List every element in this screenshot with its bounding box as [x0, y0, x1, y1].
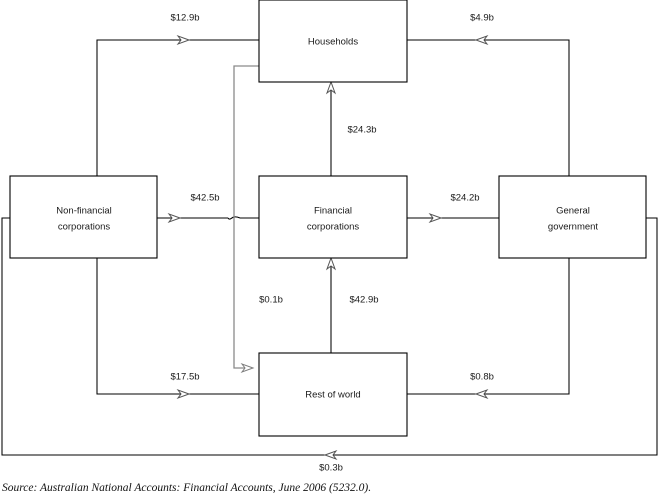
node-non-financial-corporations[interactable]: Non-financial corporations [9, 175, 158, 259]
arrowhead-nonfin-to-gengov [323, 449, 338, 461]
edge-label-row-to-fincorp: $42.9b [349, 295, 378, 306]
edge-label-hh-to-gengov: $4.9b [470, 13, 494, 24]
edge-label-hh-to-nonfin: $12.9b [170, 13, 199, 24]
node-box-financial-corporations[interactable] [258, 175, 408, 259]
node-general-government[interactable]: General government [498, 175, 647, 259]
node-label-non-financial-corporations-line2: corporations [58, 222, 111, 233]
edge-path-row-to-nonfin [96, 258, 259, 395]
node-label-general-government-line2: government [548, 222, 599, 233]
source-note: Source: Australian National Accounts: Fi… [2, 482, 372, 494]
arrowhead-fincorp-to-hh [325, 80, 337, 95]
edge-label-row-to-nonfin: $17.5b [170, 372, 199, 383]
arrowhead-row-to-fincorp [325, 256, 337, 271]
node-box-rest-of-world[interactable] [258, 352, 408, 437]
node-label-general-government-line1: General [556, 206, 590, 217]
node-financial-corporations[interactable]: Financial corporations [258, 175, 408, 259]
edge-label-row-to-gengov: $0.8b [470, 372, 494, 383]
edge-label-gengov-to-fincorp: $24.2b [450, 193, 479, 204]
arrowhead-hh-to-gengov [474, 34, 489, 46]
arrowhead-hh-to-nonfin [176, 34, 191, 46]
edge-path-hh-to-gengov [407, 39, 570, 176]
edge-path-hh-to-row [233, 65, 259, 369]
node-households[interactable]: Households [258, 0, 408, 83]
edge-label-hh-to-row: $0.1b [259, 295, 283, 306]
arrowhead-gengov-to-fincorp [428, 212, 443, 224]
node-box-households[interactable] [258, 0, 408, 83]
node-box-general-government[interactable] [498, 175, 647, 259]
arrowhead-row-to-gengov [474, 388, 489, 400]
node-label-financial-corporations-line2: corporations [307, 222, 360, 233]
edge-path-hh-to-nonfin [96, 39, 259, 176]
node-label-non-financial-corporations-line1: Non-financial [56, 206, 111, 217]
arrowhead-row-to-nonfin [176, 388, 191, 400]
edge-label-nonfin-to-gengov: $0.3b [319, 463, 343, 474]
arrowhead-fincorp-to-nonfin [167, 212, 182, 224]
arrowhead-hh-to-row [240, 362, 255, 374]
edge-path-fincorp-to-nonfin-hop [227, 216, 241, 220]
edge-path-row-to-gengov [407, 258, 570, 395]
node-label-households: Households [308, 37, 358, 48]
edge-label-fincorp-to-nonfin: $42.5b [190, 193, 219, 204]
edge-label-fincorp-to-hh: $24.3b [347, 125, 376, 136]
node-label-financial-corporations-line1: Financial [314, 206, 352, 217]
node-label-rest-of-world: Rest of world [305, 390, 360, 401]
node-rest-of-world[interactable]: Rest of world [258, 352, 408, 437]
node-box-non-financial-corporations[interactable] [9, 175, 158, 259]
